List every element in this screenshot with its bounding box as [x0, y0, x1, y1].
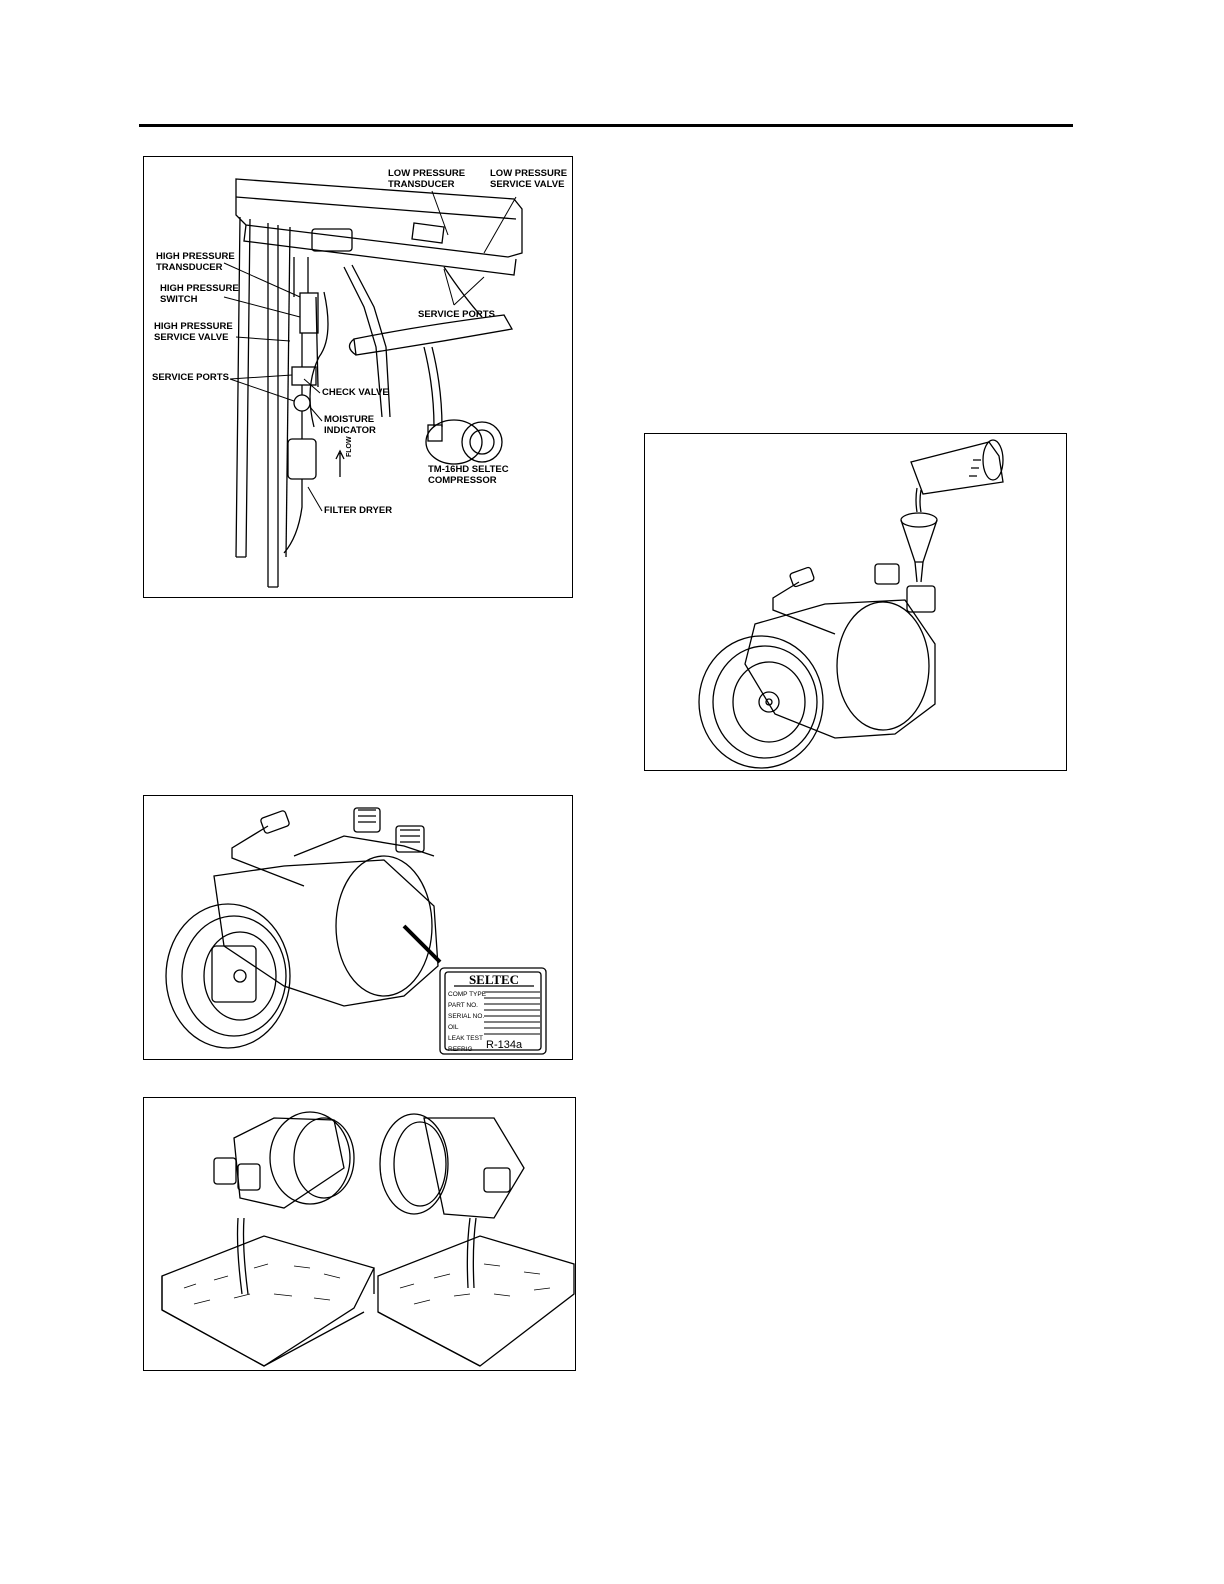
nameplate-row-4: LEAK TEST — [448, 1035, 483, 1042]
filter-dryer-label: FILTER DRYER — [324, 505, 392, 516]
oil-fill-figure — [644, 433, 1067, 771]
oil-drain-drawing — [144, 1098, 577, 1372]
nameplate-row-5: REFRIG — [448, 1046, 473, 1053]
moisture-indicator-label: MOISTURE INDICATOR — [324, 414, 376, 436]
low-pressure-transducer-label: LOW PRESSURE TRANSDUCER — [388, 168, 465, 190]
nameplate-row-3: OIL — [448, 1024, 459, 1031]
oil-drain-figure — [143, 1097, 576, 1371]
high-pressure-transducer-label: HIGH PRESSURE TRANSDUCER — [156, 251, 235, 273]
compressor-nameplate-drawing: SELTEC COMP TYPE PART NO. SERIAL NO. OIL LEA… — [144, 796, 574, 1061]
check-valve-label: CHECK VALVE — [322, 387, 389, 398]
header-rule — [139, 124, 1073, 127]
nameplate-refrigerant: R-134a — [486, 1040, 522, 1051]
flow-arrow-label: FLOW — [344, 436, 355, 457]
service-ports-left-label: SERVICE PORTS — [152, 372, 229, 383]
low-pressure-service-valve-label: LOW PRESSURE SERVICE VALVE — [490, 168, 567, 190]
compressor-label: TM-16HD SELTEC COMPRESSOR — [428, 464, 509, 486]
high-pressure-service-valve-label: HIGH PRESSURE SERVICE VALVE — [154, 321, 233, 343]
nameplate-brand: SELTEC — [469, 972, 519, 987]
nameplate-row-1: PART NO. — [448, 1002, 478, 1009]
nameplate-row-0: COMP TYPE — [448, 991, 487, 998]
nameplate-row-2: SERIAL NO. — [448, 1013, 484, 1020]
service-ports-right-label: SERVICE PORTS — [418, 309, 495, 320]
refrigeration-system-figure: LOW PRESSURE TRANSDUCER LOW PRESSURE SER… — [143, 156, 573, 598]
compressor-nameplate-figure: SELTEC COMP TYPE PART NO. SERIAL NO. OIL LEA… — [143, 795, 573, 1060]
oil-fill-drawing — [645, 434, 1068, 772]
high-pressure-switch-label: HIGH PRESSURE SWITCH — [160, 283, 239, 305]
